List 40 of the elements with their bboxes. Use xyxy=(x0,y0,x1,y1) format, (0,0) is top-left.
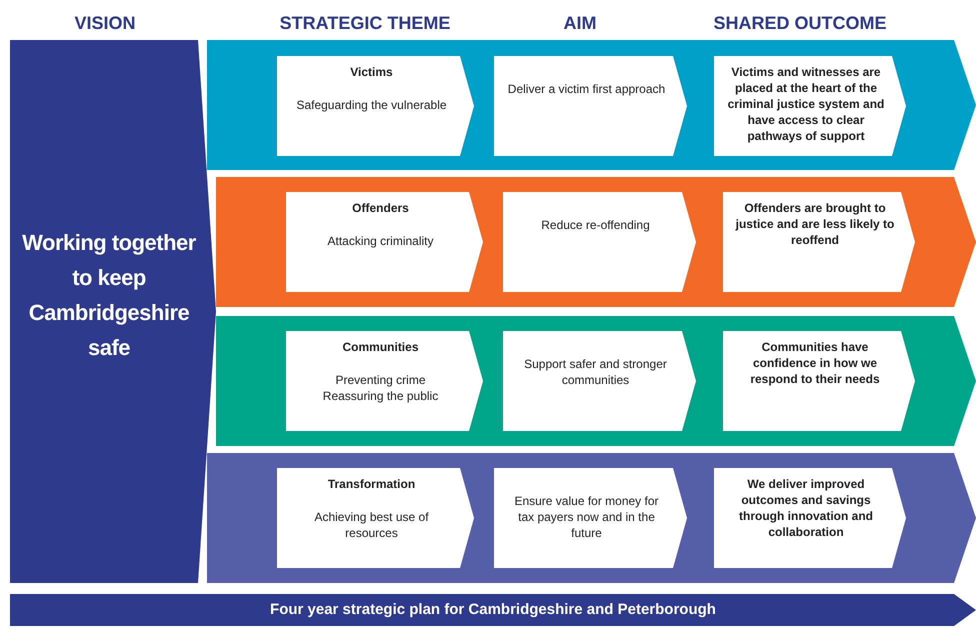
band-arrow xyxy=(216,316,976,446)
theme-text: Safeguarding the vulnerable xyxy=(296,97,447,113)
band-arrow xyxy=(207,40,976,170)
chevron-box xyxy=(503,331,696,431)
band-arrow xyxy=(216,177,976,307)
chevron-box xyxy=(723,331,915,431)
chevron-box xyxy=(494,468,687,568)
chevron-box xyxy=(286,192,483,292)
column-header: SHARED OUTCOME xyxy=(712,12,888,35)
theme-text: Achieving best use of resources xyxy=(313,509,430,541)
aim-text: Reduce re-offending xyxy=(541,217,650,233)
column-header: STRATEGIC THEME xyxy=(278,12,452,35)
theme-text: Attacking criminality xyxy=(327,233,434,249)
chevron-box xyxy=(714,468,906,568)
chevron-box xyxy=(286,331,483,431)
column-header: VISION xyxy=(73,12,136,35)
vision-panel xyxy=(10,40,216,583)
chevron-box xyxy=(277,56,474,156)
aim-text: Ensure value for money for tax payers now and in the future xyxy=(513,493,660,541)
theme-text: Reassuring the public xyxy=(322,388,438,404)
theme-title: Communities xyxy=(342,339,418,355)
outcome-text: Victims and witnesses are placed at the heart of the criminal justice system and have access to clear pathways of support xyxy=(726,64,886,144)
theme-title: Transformation xyxy=(328,476,416,492)
outcome-text: We deliver improved outcomes and savings through innovation and collaboration xyxy=(738,476,874,540)
band-arrow xyxy=(207,453,976,583)
timeline-text: Four year strategic plan for Cambridgeshire and Peterborough xyxy=(270,600,716,620)
column-header: AIM xyxy=(562,12,598,35)
aim-text: Deliver a victim first approach xyxy=(508,81,666,97)
chevron-box xyxy=(494,56,687,156)
chevron-box xyxy=(503,192,696,292)
outcome-text: Offenders are brought to justice and are less likely to reoffend xyxy=(735,200,895,248)
chevron-box xyxy=(723,192,915,292)
theme-title: Victims xyxy=(350,64,393,80)
vision-text: Working together to keep Cambridgeshire safe xyxy=(21,229,197,362)
outcome-text: Communities have confidence in how we respond to their needs xyxy=(749,339,881,387)
theme-text: Preventing crime xyxy=(335,372,426,388)
aim-text: Support safer and stronger communities xyxy=(523,356,668,388)
chevron-box xyxy=(277,468,474,568)
chevron-box xyxy=(714,56,906,156)
theme-title: Offenders xyxy=(352,200,409,216)
